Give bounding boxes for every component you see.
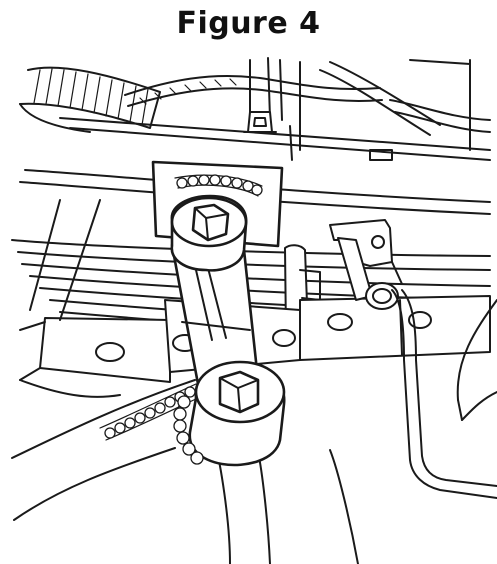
upper-cables — [124, 57, 491, 151]
corrugated-hose — [19, 66, 161, 133]
figure-title: Figure 4 — [176, 6, 321, 41]
spring-pad-right — [299, 295, 491, 361]
lower-bolt-head — [218, 370, 260, 414]
lower-left-lines — [19, 199, 121, 398]
frame-bolt — [243, 111, 277, 133]
right-cylinder — [456, 299, 497, 421]
upper-bolt-head — [191, 203, 230, 242]
brake-line — [391, 289, 497, 499]
bracket-bolt-head — [365, 282, 399, 310]
bushing-weld — [173, 395, 204, 465]
frame-rail — [19, 117, 491, 215]
plate-weld — [174, 174, 263, 197]
spring-pad-left — [19, 317, 171, 383]
